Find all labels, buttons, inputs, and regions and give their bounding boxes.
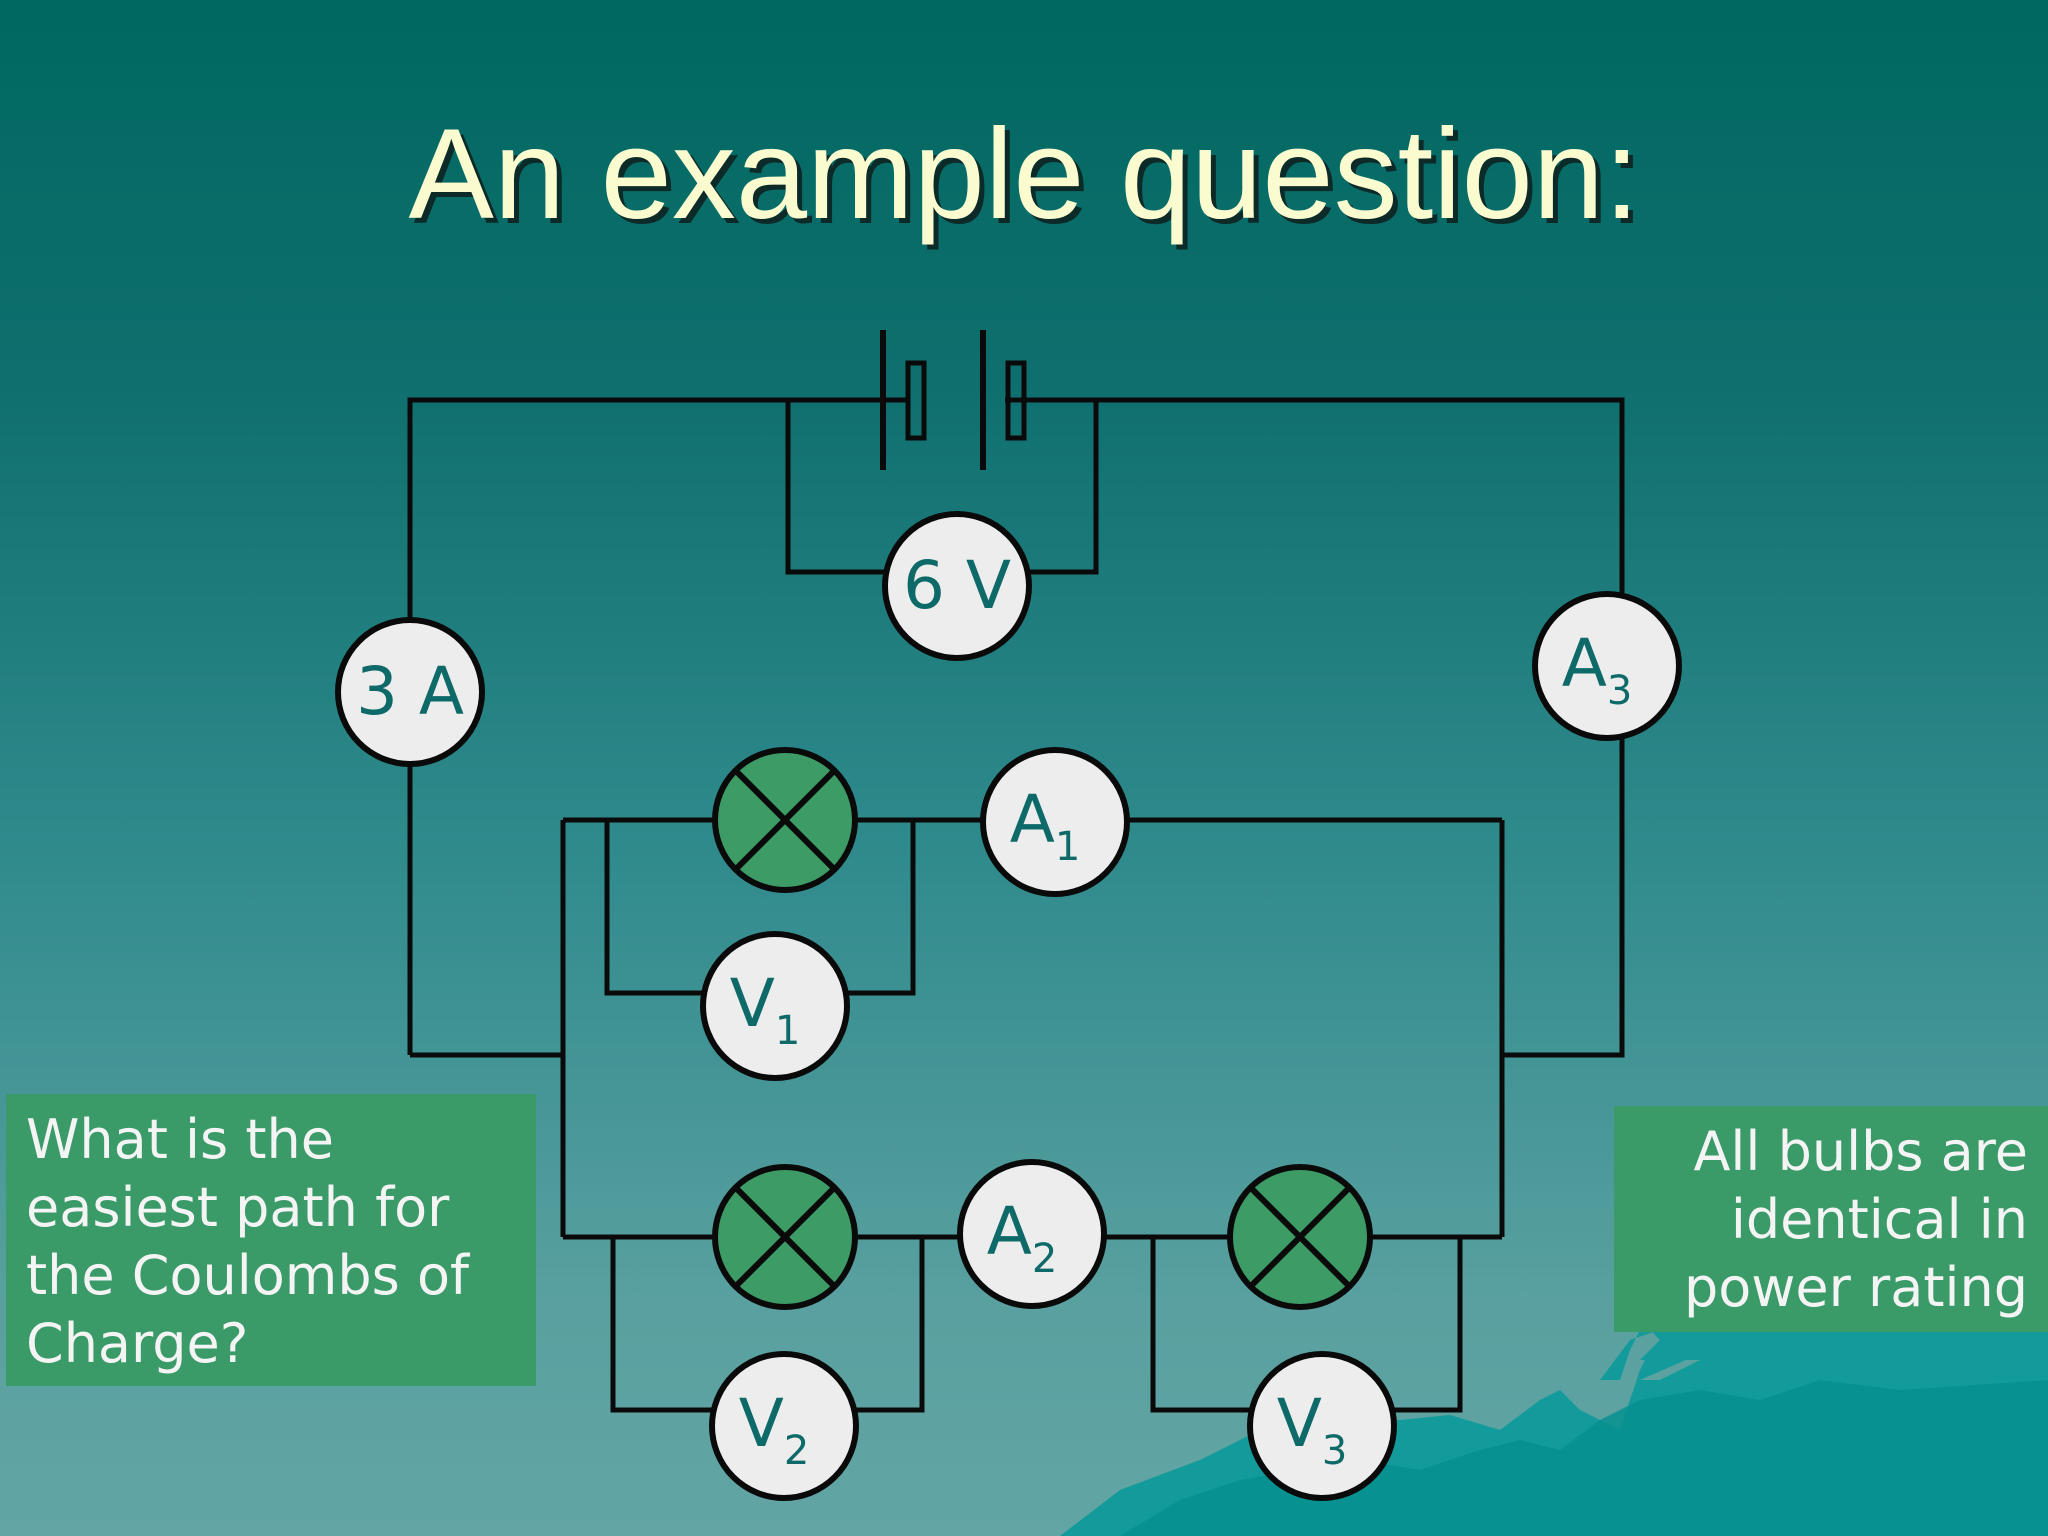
bulb-lower-right	[1227, 1164, 1373, 1310]
ammeter-a3-letter: A	[1562, 625, 1607, 702]
voltmeter-v1-sub: 1	[775, 1008, 800, 1054]
voltmeter-v3-sub: 3	[1322, 1428, 1347, 1474]
voltmeter-battery-label: 6 V	[903, 547, 1011, 624]
wire-battery-voltmeter-right	[1028, 400, 1099, 575]
ammeter-a2: A2	[957, 1159, 1107, 1309]
voltmeter-battery: 6 V	[882, 511, 1032, 661]
voltmeter-v2-letter: V	[739, 1385, 784, 1462]
wire-v3-loop	[1150, 1237, 1250, 1413]
ammeter-a2-sub: 2	[1032, 1236, 1057, 1282]
svg-text:A3: A3	[1562, 625, 1633, 714]
svg-text:A1: A1	[1010, 781, 1081, 870]
bulbs-note: All bulbs are identical in power rating	[1614, 1106, 2048, 1332]
voltmeter-v1-letter: V	[730, 965, 775, 1042]
ammeter-a3-sub: 3	[1607, 668, 1632, 714]
voltmeter-v2: V2	[709, 1351, 859, 1501]
wire-battery-voltmeter	[785, 400, 885, 575]
voltmeter-v3-letter: V	[1277, 1385, 1322, 1462]
voltmeter-v2-sub: 2	[784, 1428, 809, 1474]
svg-text:V2: V2	[739, 1385, 810, 1474]
wire-v3-loop-right	[1394, 1237, 1463, 1413]
bulb-upper	[712, 747, 858, 893]
question-note: What is the easiest path for the Coulomb…	[6, 1094, 536, 1386]
wire-top-left	[407, 397, 910, 620]
ammeter-a3: A3	[1532, 591, 1682, 741]
ammeter-a2-letter: A	[987, 1193, 1032, 1270]
ammeter-a1-letter: A	[1010, 781, 1055, 858]
ammeter-a1: A1	[980, 747, 1130, 897]
ammeter-a1-sub: 1	[1055, 824, 1080, 870]
wire-v2-loop	[610, 1237, 712, 1413]
wire-v1-loop	[604, 820, 705, 996]
wire-v2-loop-right	[856, 1237, 925, 1413]
voltmeter-v3: V3	[1247, 1351, 1397, 1501]
wire-top-right	[1005, 397, 1625, 600]
voltmeter-v1: V1	[700, 931, 850, 1081]
svg-text:V1: V1	[730, 965, 801, 1054]
ammeter-main: 3 A	[335, 617, 485, 767]
svg-text:A2: A2	[987, 1193, 1058, 1282]
wire-right-lower	[1502, 735, 1625, 1058]
wire-v1-loop-right	[845, 820, 916, 996]
ammeter-main-label: 3 A	[356, 653, 464, 730]
svg-text:V3: V3	[1277, 1385, 1348, 1474]
slide-title: An example question:	[408, 103, 1640, 246]
bulb-lower-left	[712, 1164, 858, 1310]
battery	[880, 330, 1027, 470]
